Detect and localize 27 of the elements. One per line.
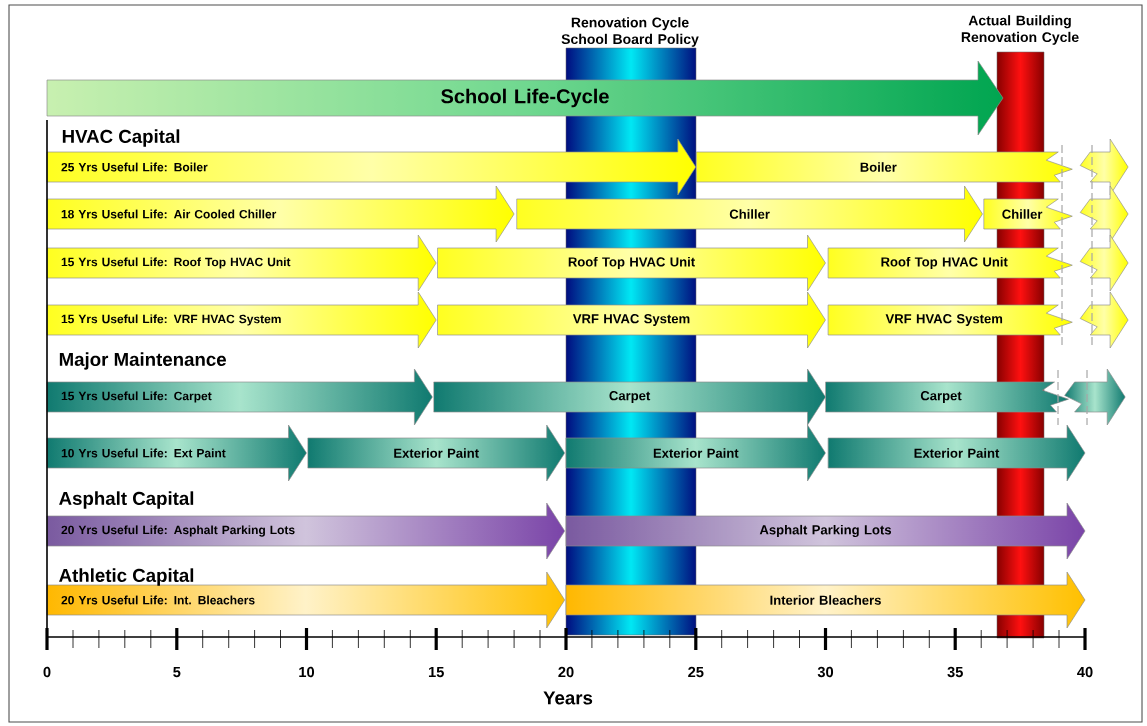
timeline-segment: 15 Yrs Useful Life: VRF HVAC System — [46, 291, 437, 349]
section-heading: Athletic Capital — [59, 568, 194, 586]
node-label: Renovation Cycle School Board Policy — [561, 17, 699, 47]
timeline-segment: Chiller — [983, 198, 1073, 230]
timeline-segment: 15 Yrs Useful Life: Roof Top HVAC Unit — [46, 234, 437, 292]
segment-fragment — [1064, 368, 1126, 426]
timeline-segment: Roof Top HVAC Unit — [827, 247, 1073, 279]
tick-label: 35 — [947, 666, 963, 678]
timeline-segment: Exterior Paint — [307, 424, 566, 482]
tick-label: 5 — [173, 666, 181, 678]
timeline-segment: VRF HVAC System — [827, 304, 1073, 336]
tick-label: 25 — [688, 666, 704, 678]
segment-fragment — [1079, 234, 1129, 292]
section-heading: Major Maintenance — [59, 352, 226, 370]
timeline-segment: Exterior Paint — [827, 424, 1086, 482]
timeline-segment: Boiler — [695, 151, 1073, 183]
tick-label: 30 — [817, 666, 834, 678]
tick-label: 0 — [43, 666, 51, 678]
node-label: Actual Building Renovation Cycle — [961, 15, 1079, 45]
tick-label: 40 — [1077, 666, 1093, 678]
timeline-segment: 10 Yrs Useful Life: Ext Paint — [46, 424, 307, 482]
axis-title: Years — [543, 691, 593, 705]
segment-fragment — [1079, 291, 1129, 349]
tick-label: 15 — [428, 666, 444, 678]
timeline-segment: 18 Yrs Useful Life: Air Cooled Chiller — [46, 185, 515, 243]
tick-label: 20 — [558, 666, 574, 678]
tick-label: 10 — [299, 666, 315, 678]
